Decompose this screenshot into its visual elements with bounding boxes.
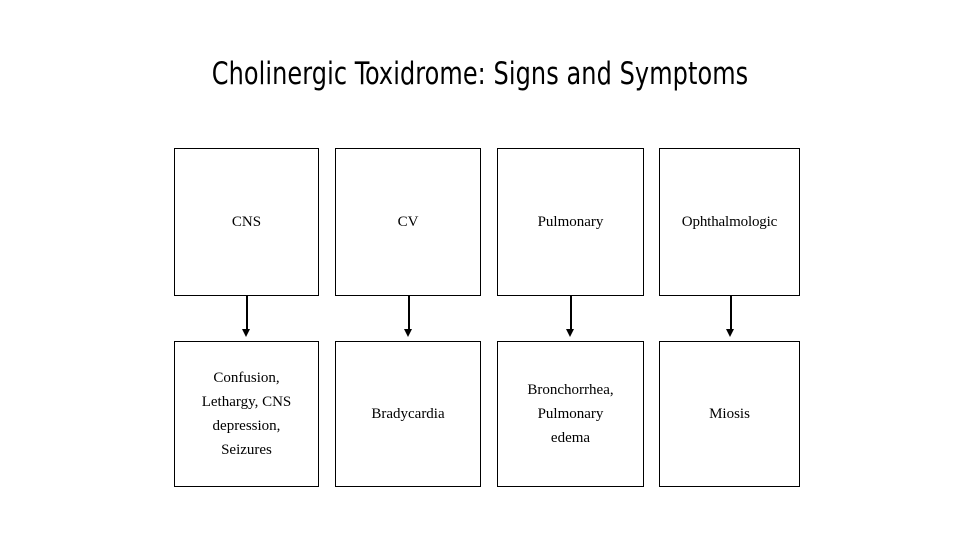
symptom-box-pulmonary[interactable]: Bronchorrhea, Pulmonary edema bbox=[497, 341, 644, 487]
symptom-label-cv: Bradycardia bbox=[371, 406, 445, 422]
symptom-label-cns: Confusion, Lethargy, CNS depression, Sei… bbox=[201, 370, 292, 458]
symptom-box-cns[interactable]: Confusion, Lethargy, CNS depression, Sei… bbox=[174, 341, 319, 487]
arrow-head bbox=[242, 329, 250, 337]
arrow-stem bbox=[246, 296, 248, 332]
arrow-head bbox=[566, 329, 574, 337]
category-box-pulmonary[interactable]: Pulmonary bbox=[497, 148, 644, 296]
category-label-cns: CNS bbox=[231, 214, 262, 230]
arrow-head bbox=[726, 329, 734, 337]
symptom-label-pulmonary: Bronchorrhea, Pulmonary edema bbox=[527, 382, 614, 446]
arrow-stem bbox=[570, 296, 572, 332]
category-label-pulmonary: Pulmonary bbox=[537, 214, 604, 230]
down-arrow-icon-pulmonary bbox=[565, 296, 576, 341]
symptom-box-ophthalmologic[interactable]: Miosis bbox=[659, 341, 800, 487]
category-box-cv[interactable]: CV bbox=[335, 148, 481, 296]
down-arrow-icon-cv bbox=[403, 296, 414, 341]
arrow-head bbox=[404, 329, 412, 337]
category-box-ophthalmologic[interactable]: Ophthalmologic bbox=[659, 148, 800, 296]
down-arrow-icon-cns bbox=[241, 296, 252, 341]
category-label-ophthalmologic: Ophthalmologic bbox=[681, 214, 778, 230]
page-title: Cholinergic Toxidrome: Signs and Symptom… bbox=[211, 56, 749, 92]
down-arrow-icon-ophthalmologic bbox=[725, 296, 736, 341]
arrow-stem bbox=[730, 296, 732, 332]
arrow-stem bbox=[408, 296, 410, 332]
symptom-box-cv[interactable]: Bradycardia bbox=[335, 341, 481, 487]
symptom-label-ophthalmologic: Miosis bbox=[709, 406, 750, 422]
category-box-cns[interactable]: CNS bbox=[174, 148, 319, 296]
category-label-cv: CV bbox=[397, 214, 419, 230]
